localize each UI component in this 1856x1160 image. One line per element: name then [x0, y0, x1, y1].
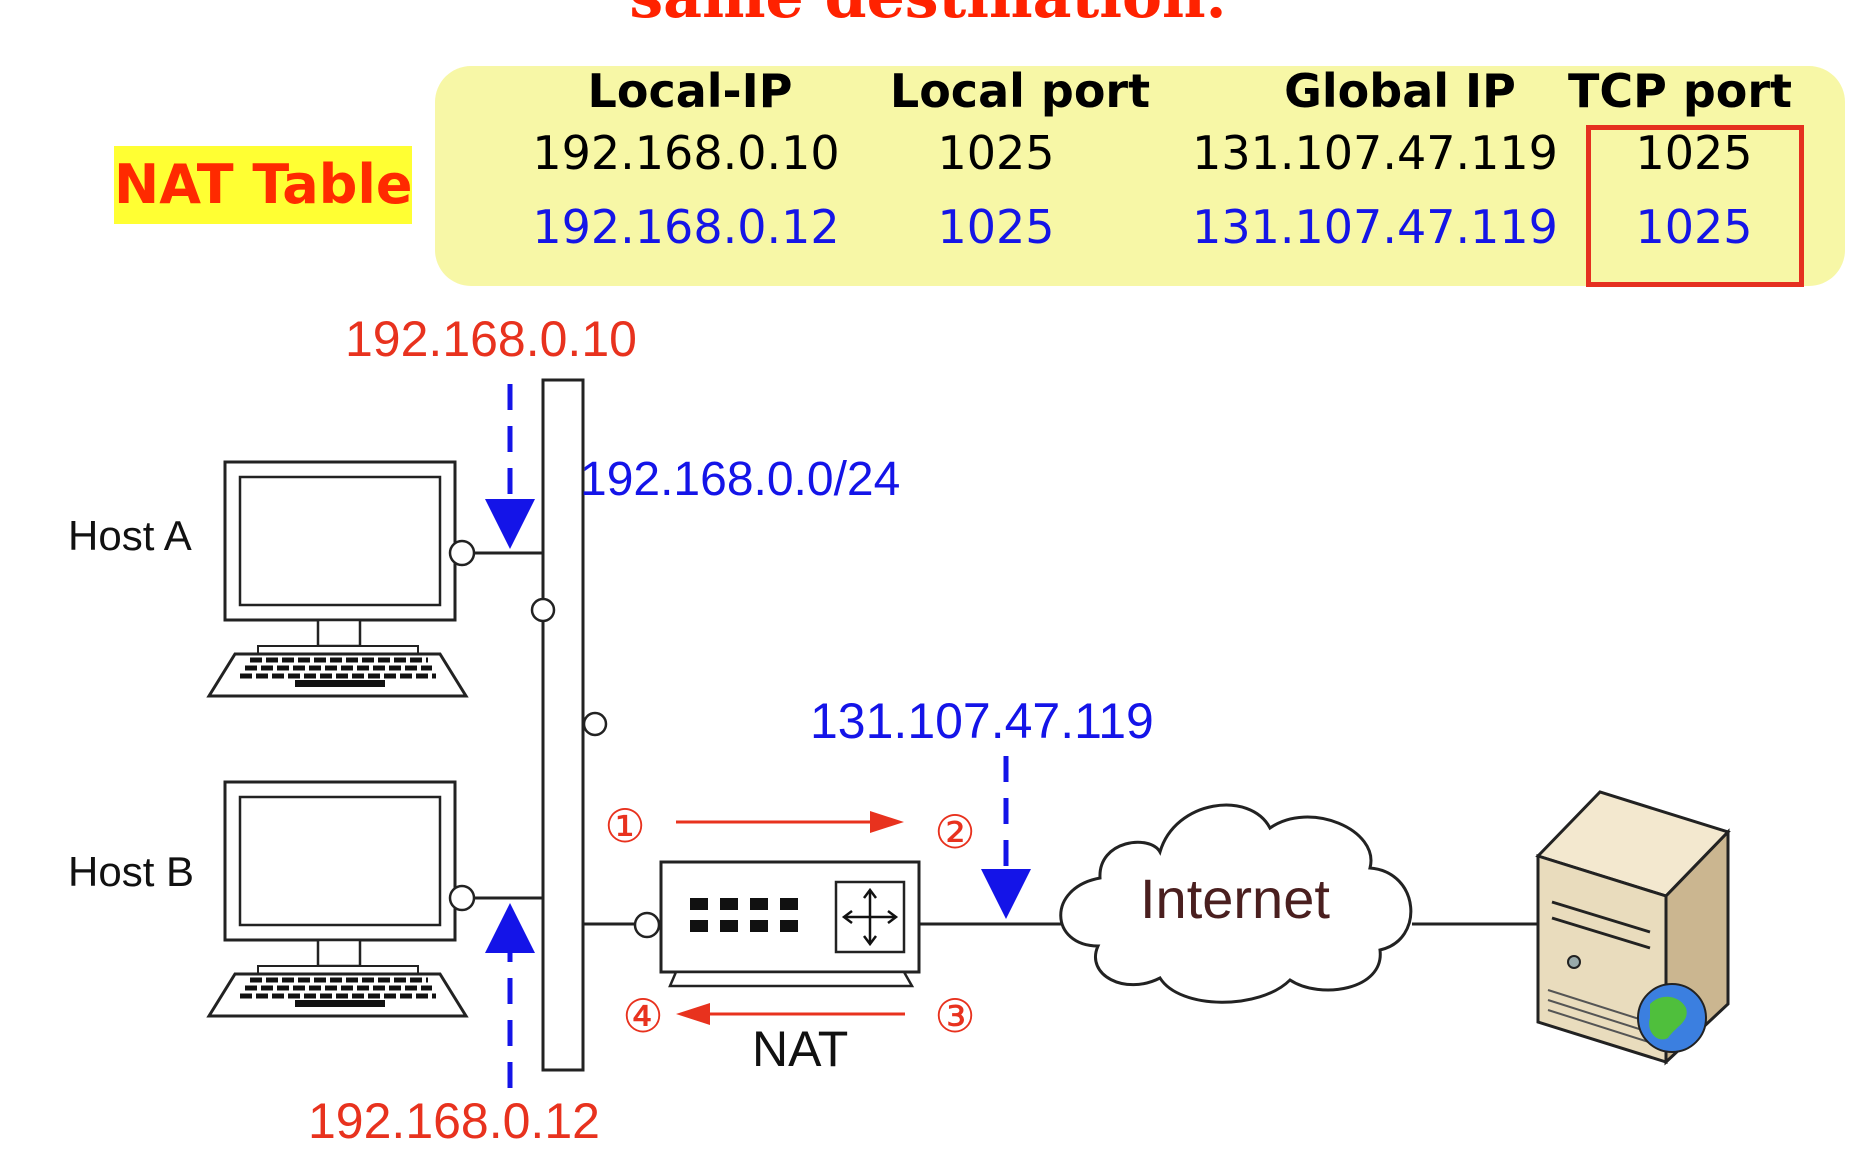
internet-label: Internet: [1140, 867, 1330, 930]
backbone-port-2: [582, 711, 608, 737]
nat-public-ip-label: 131.107.47.119: [810, 693, 1154, 749]
row2-global-ip: 131.107.47.119: [1192, 200, 1558, 254]
host-a-computer-icon: [206, 460, 543, 698]
row2-local-ip: 192.168.0.12: [532, 200, 840, 254]
header-global-ip: Global IP: [1284, 64, 1516, 118]
host-a-ip-label: 192.168.0.10: [345, 311, 637, 367]
nat-router-icon: [583, 860, 921, 988]
step-3: ③: [934, 989, 975, 1043]
backbone-port-1: [530, 597, 556, 623]
row1-tcp-port: 1025: [1635, 126, 1753, 180]
host-b-computer-icon: [206, 780, 543, 1018]
nat-table-label: NAT Table: [114, 146, 413, 224]
row1-global-ip: 131.107.47.119: [1192, 126, 1558, 180]
tcp-port-highlight-box: [1586, 125, 1804, 287]
nat-router-label: NAT: [752, 1021, 849, 1077]
header-local-port: Local port: [889, 64, 1151, 118]
internet-cloud-icon: [1059, 803, 1413, 1004]
step-1: ①: [604, 799, 645, 853]
host-b-ip-label: 192.168.0.12: [308, 1093, 600, 1149]
lan-backbone-bar: [541, 378, 585, 1072]
row2-local-port: 1025: [937, 200, 1055, 254]
server-icon: [1535, 790, 1731, 1066]
step-4: ④: [622, 989, 663, 1043]
header-local-ip: Local-IP: [587, 64, 793, 118]
host-a-label: Host A: [68, 512, 192, 559]
row1-local-port: 1025: [937, 126, 1055, 180]
step-2: ②: [934, 805, 975, 859]
header-tcp-port: TCP port: [1567, 64, 1793, 118]
host-b-label: Host B: [68, 848, 195, 895]
row2-tcp-port: 1025: [1635, 200, 1753, 254]
row1-local-ip: 192.168.0.10: [532, 126, 840, 180]
slide-title-partial: same destination.: [0, 0, 1856, 32]
nat-table-panel: [435, 66, 1845, 286]
lan-subnet-label: 192.168.0.0/24: [580, 453, 901, 506]
